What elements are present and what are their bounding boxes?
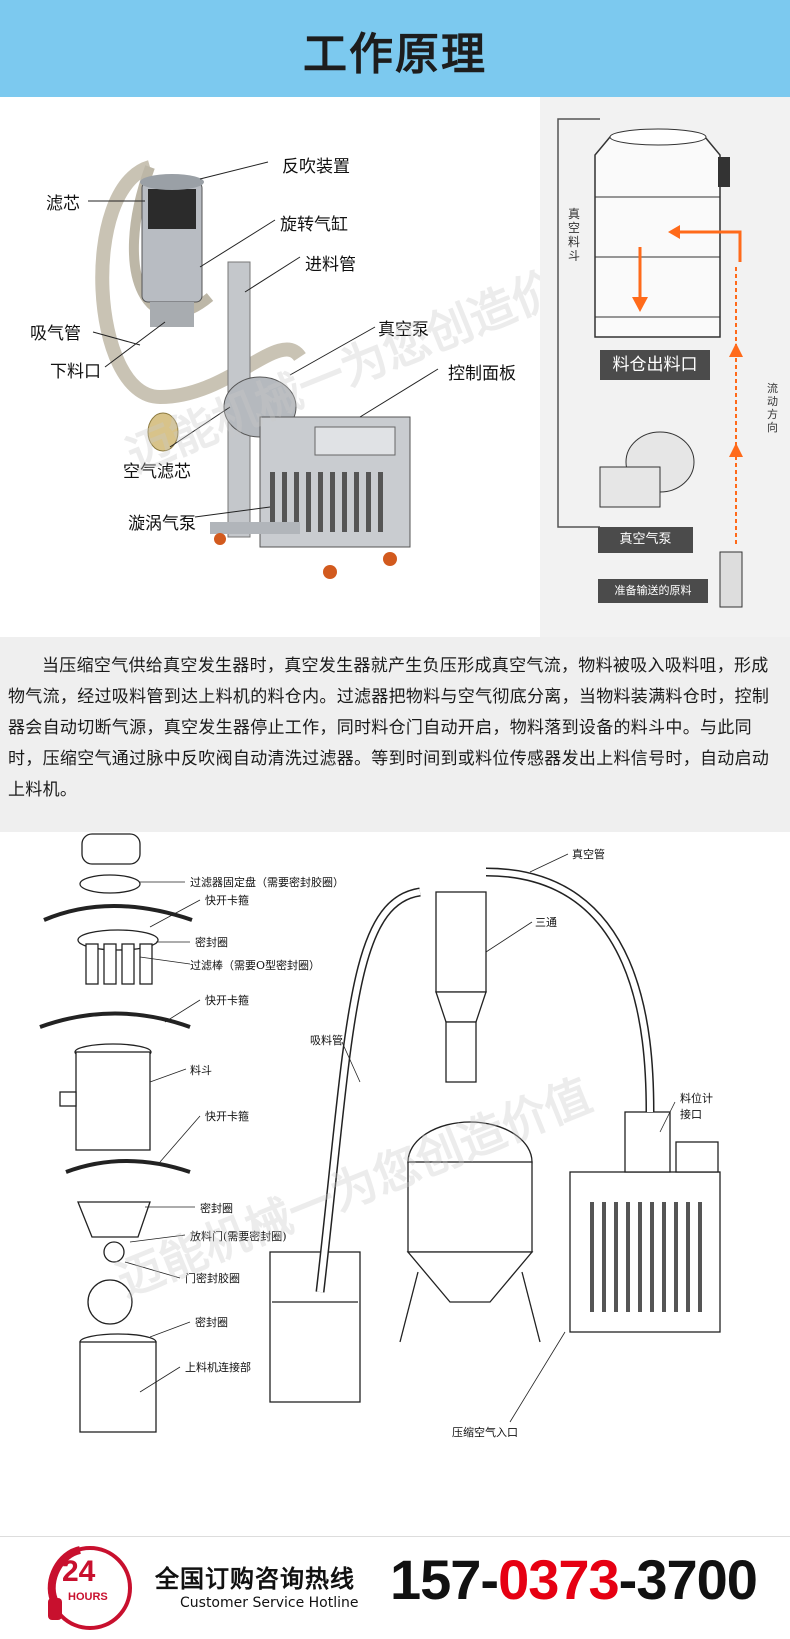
hotline-24h-icon <box>47 1546 132 1630</box>
vertical-label-vacuum-hopper: 真空料斗 <box>568 207 581 263</box>
hotline-chinese: 全国订购咨询热线 <box>155 1565 355 1593</box>
part-label-10: 门密封胶圈 <box>185 1272 240 1285</box>
hotline-english: Customer Service Hotline <box>180 1595 359 1611</box>
description-text: 当压缩空气供给真空发生器时，真空发生器就产生负压形成真空气流，物料被吸入吸料咀，… <box>8 656 770 800</box>
callout-suction-pipe: 吸气管 <box>30 324 81 344</box>
callout-discharge-port: 下料口 <box>50 362 101 382</box>
assembly-label-interface: 接口 <box>680 1108 702 1121</box>
callout-feed-pipe: 进料管 <box>305 255 356 275</box>
assembly-label-compressed-air-inlet: 压缩空气入口 <box>452 1426 518 1439</box>
phone-prefix: 157- <box>390 1548 499 1611</box>
part-label-3: 密封圈 <box>195 936 228 949</box>
page-title: 工作原理 <box>303 29 487 80</box>
bin-outlet-label: 料仓出料口 <box>600 350 710 380</box>
callout-filter-element: 滤芯 <box>46 194 80 214</box>
part-label-4: 过滤棒（需要O型密封圈） <box>190 959 321 972</box>
badge-number: 24 <box>62 1555 96 1588</box>
assembly-label-level-meter: 料位计 <box>680 1092 713 1105</box>
machine-photo: 反吹装置 滤芯 旋转气缸 进料管 吸气管 真空泵 下料口 控制面板 空气滤芯 漩… <box>0 97 609 637</box>
phone-number[interactable]: 157-0373-3700 <box>390 1547 758 1612</box>
machine-illustration <box>88 160 439 579</box>
footer-hotline: 24 HOURS 全国订购咨询热线 Customer Service Hotli… <box>0 1536 790 1639</box>
part-label-8: 密封圈 <box>200 1202 233 1215</box>
callout-vortex-pump: 漩涡气泵 <box>128 514 196 534</box>
part-label-1: 过滤器固定盘（需要密封胶圈） <box>190 876 344 889</box>
header-banner: 工作原理 <box>0 0 790 97</box>
raw-material-label: 准备输送的原料 <box>598 579 708 603</box>
assembly-label-vacuum-pipe: 真空管 <box>572 848 605 861</box>
flow-schematic-drawing <box>557 118 743 608</box>
vacuum-pump-label: 真空气泵 <box>598 527 693 553</box>
assembly-label-tee: 三通 <box>535 916 557 929</box>
structure-drawing <box>39 833 721 1433</box>
flow-direction-label: 流动方向 <box>767 382 778 434</box>
flow-schematic: 真空料斗 料仓出料口 流动方向 真空气泵 准备输送的原料 <box>540 97 790 637</box>
part-label-6: 料斗 <box>190 1064 212 1077</box>
callout-vacuum-pump: 真空泵 <box>378 320 429 340</box>
callout-air-filter: 空气滤芯 <box>123 462 191 482</box>
badge-text: HOURS <box>68 1591 108 1603</box>
principle-section: 反吹装置 滤芯 旋转气缸 进料管 吸气管 真空泵 下料口 控制面板 空气滤芯 漩… <box>0 97 790 637</box>
assembly-label-suction-pipe: 吸料管 <box>310 1034 343 1047</box>
part-label-2: 快开卡箍 <box>205 894 249 907</box>
part-label-12: 上料机连接部 <box>185 1361 251 1374</box>
phone-middle: 0373 <box>498 1548 620 1611</box>
part-label-9: 放料门(需要密封圈) <box>190 1230 287 1243</box>
callout-rotary-cylinder: 旋转气缸 <box>280 215 348 235</box>
callout-reverse-blow: 反吹装置 <box>282 157 350 177</box>
callout-control-panel: 控制面板 <box>448 364 516 384</box>
structure-section: 过滤器固定盘（需要密封胶圈） 快开卡箍 密封圈 过滤棒（需要O型密封圈） 快开卡… <box>0 832 790 1536</box>
description-block: 当压缩空气供给真空发生器时，真空发生器就产生负压形成真空气流，物料被吸入吸料咀，… <box>0 637 790 832</box>
part-label-7: 快开卡箍 <box>205 1110 249 1123</box>
phone-suffix: -3700 <box>618 1548 758 1611</box>
part-label-11: 密封圈 <box>195 1316 228 1329</box>
part-label-5: 快开卡箍 <box>205 994 249 1007</box>
